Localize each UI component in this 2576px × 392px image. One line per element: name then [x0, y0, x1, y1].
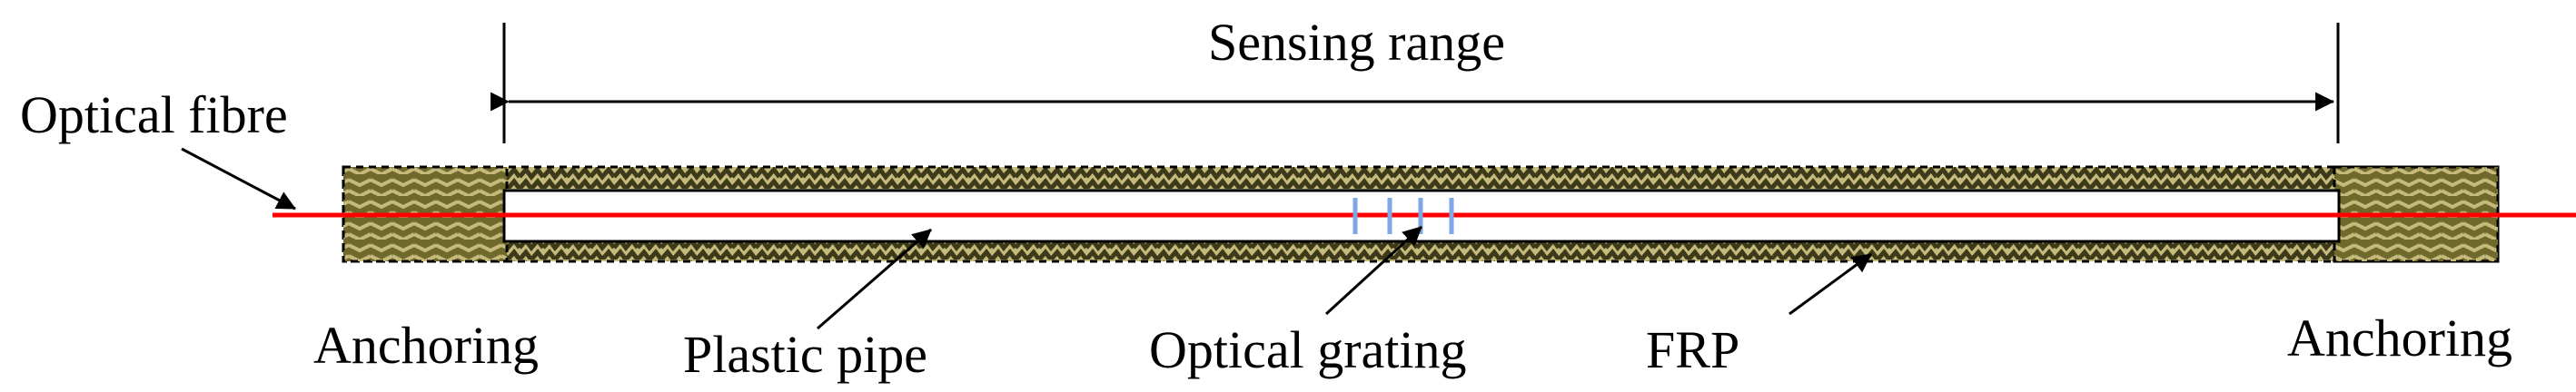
optical-grating-leader	[1324, 225, 1423, 316]
optical-fibre-label: Optical fibre	[20, 85, 288, 144]
frp-label: FRP	[1646, 320, 1739, 379]
plastic-pipe-label: Plastic pipe	[683, 325, 927, 384]
sensing-range-label: Sensing range	[1208, 13, 1505, 72]
anchoring-right-label: Anchoring	[2287, 309, 2512, 368]
plastic-pipe-leader	[817, 228, 932, 330]
optical-grating-marks	[1352, 198, 1454, 234]
frp-leader	[1788, 252, 1872, 316]
optical-grating-label: Optical grating	[1149, 320, 1467, 379]
optical-fibre-leader	[181, 147, 296, 211]
anchoring-left-label: Anchoring	[313, 316, 539, 375]
